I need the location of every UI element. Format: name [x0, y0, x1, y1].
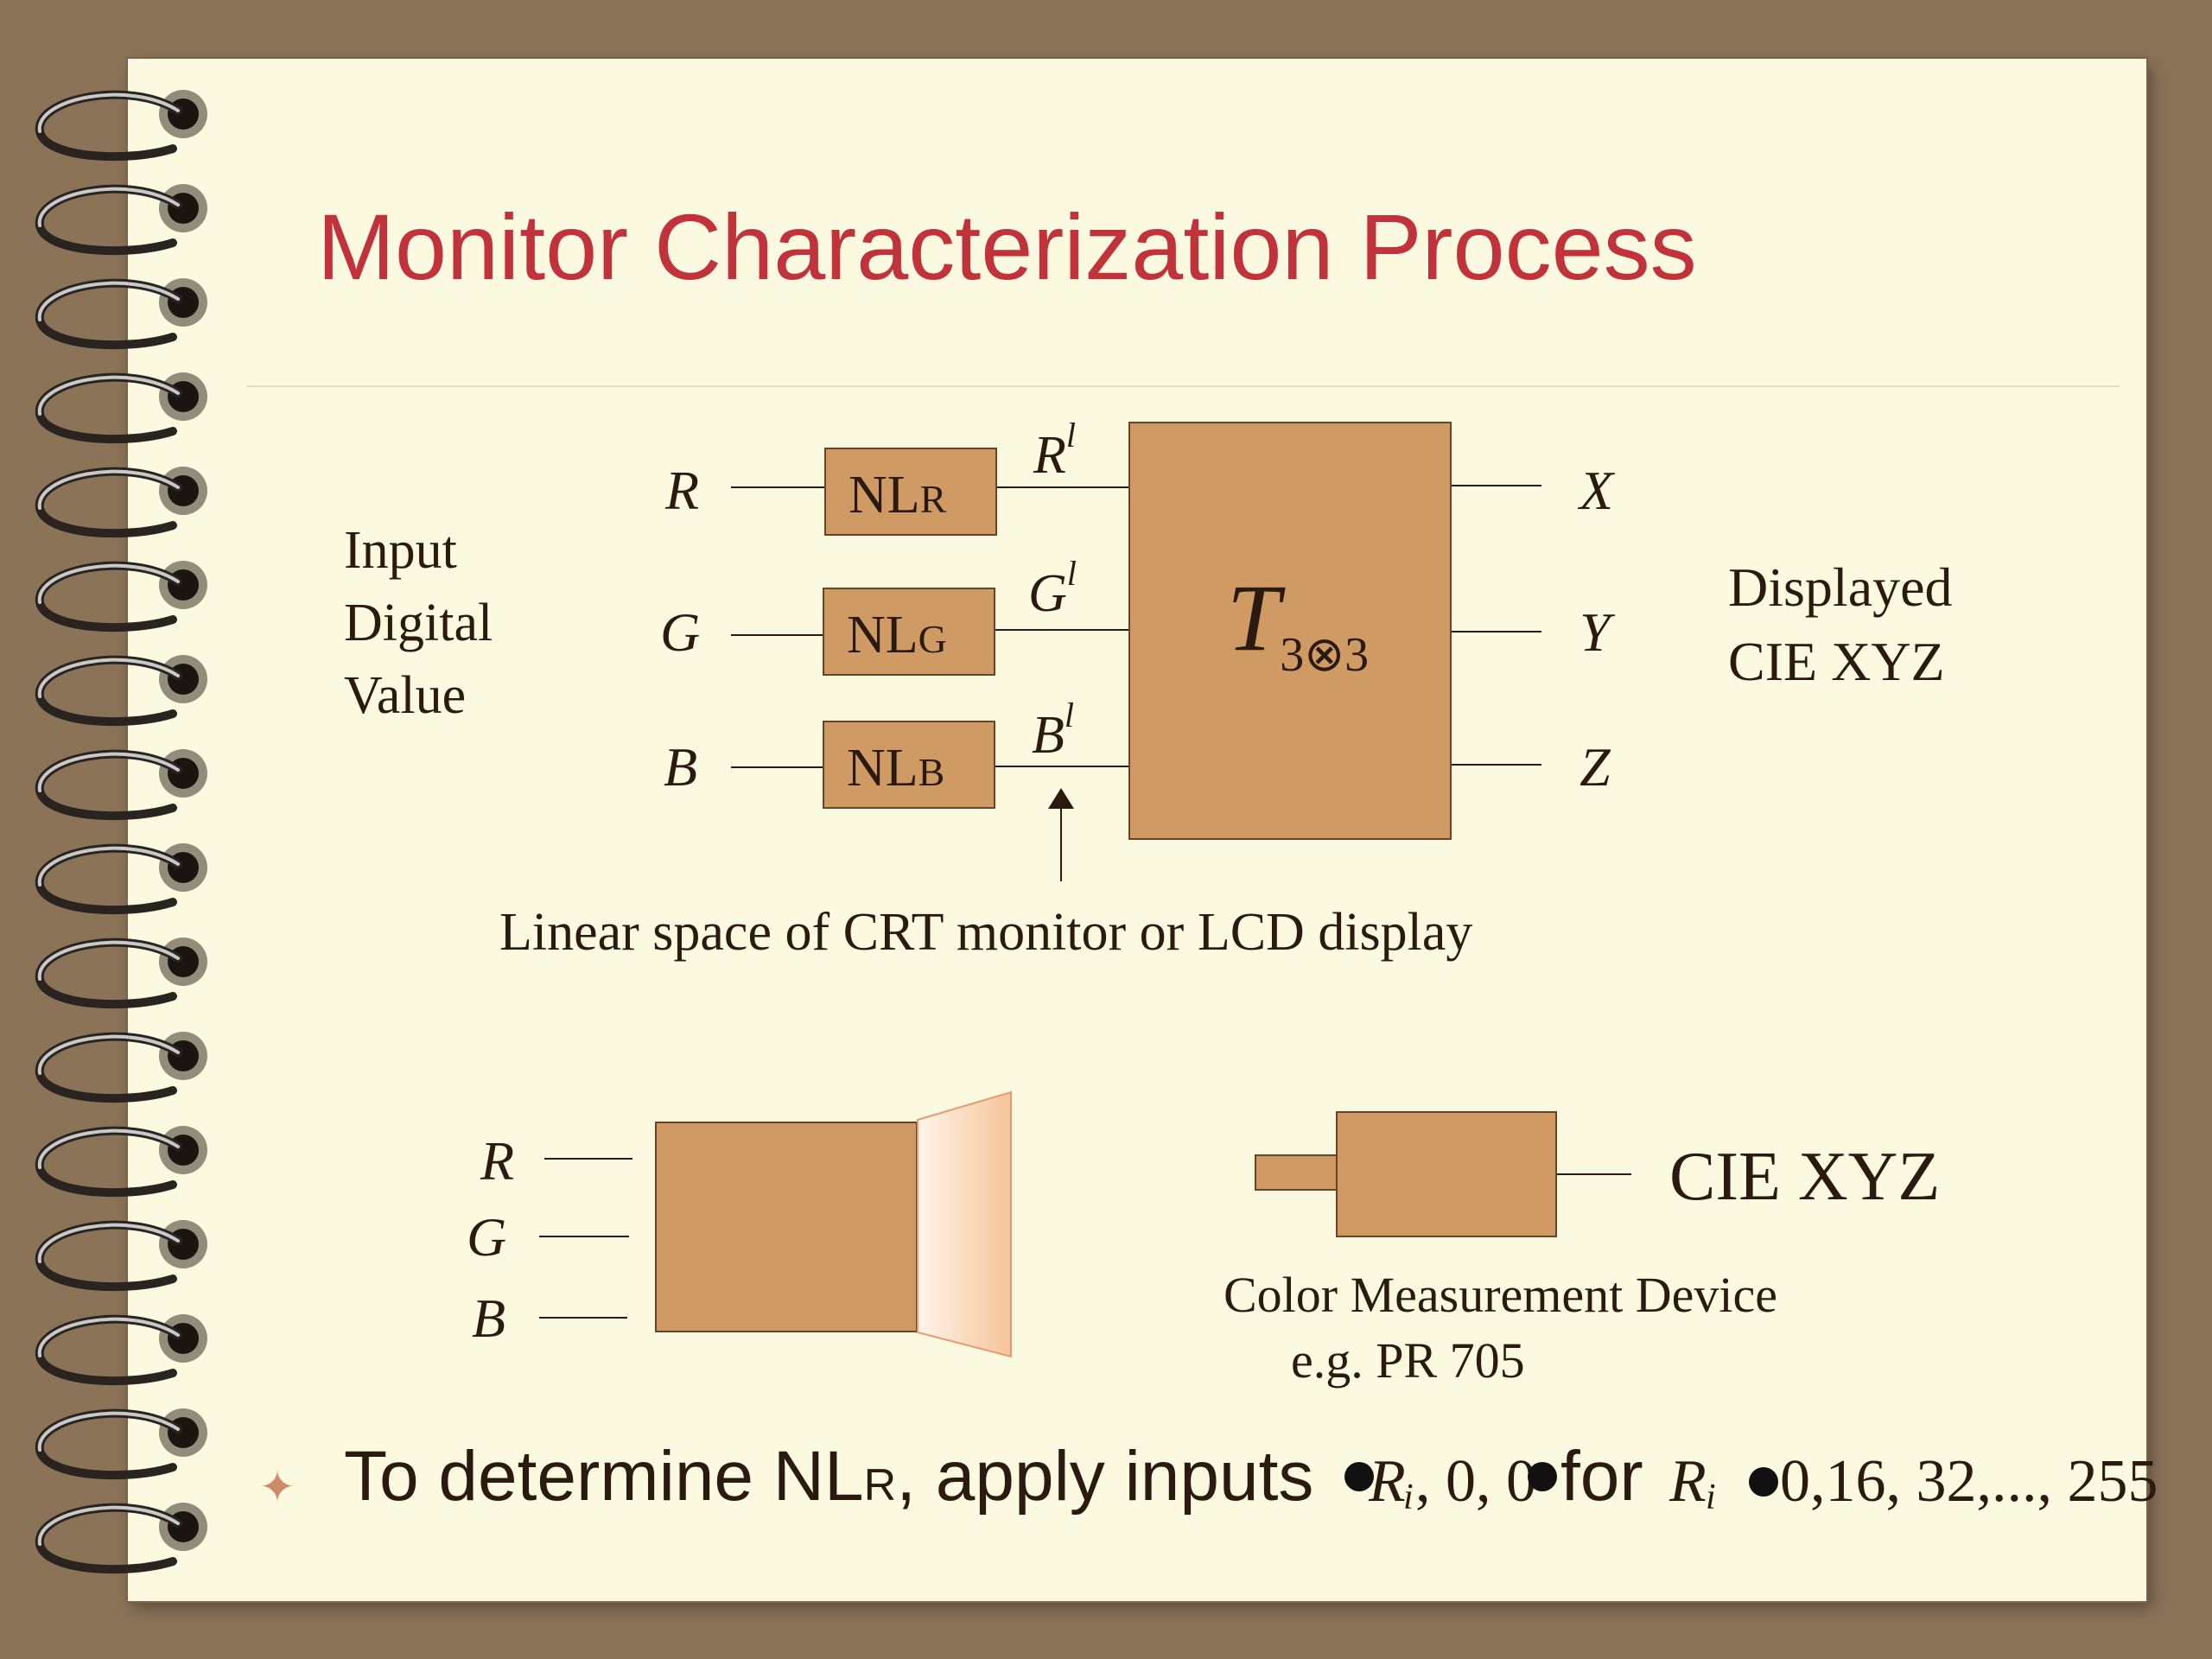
- spiral-ring-icon: [35, 1503, 207, 1574]
- bottom-prefix-sub: R: [863, 1460, 897, 1510]
- nl-g-sub: G: [918, 617, 947, 661]
- matrix-main: T: [1227, 565, 1281, 671]
- spiral-ring-icon: [35, 90, 207, 162]
- matrix-box: T3⊗3: [1128, 422, 1452, 840]
- spiral-ring-icon: [35, 1220, 207, 1292]
- linear-b-var: B: [1032, 706, 1065, 765]
- linear-r-label: Rl: [1033, 418, 1076, 485]
- linear-r-prime: l: [1065, 416, 1076, 454]
- bullet-star-icon: ✦: [259, 1462, 296, 1512]
- spiral-ring-icon: [35, 1126, 207, 1198]
- device-output-line: [1557, 1173, 1631, 1175]
- nl-b-box: NLB: [823, 721, 995, 809]
- monitor-screen-icon: [917, 1090, 1012, 1358]
- input-label-line-1: Input: [344, 521, 457, 580]
- linear-r-var: R: [1033, 426, 1066, 485]
- connector-z-out: [1452, 764, 1541, 766]
- device-caption-line-2: e.g. PR 705: [1291, 1332, 1525, 1389]
- matrix-label: T3⊗3: [1227, 570, 1369, 679]
- spiral-ring-icon: [35, 184, 207, 256]
- bottom-var-sub: i: [1706, 1478, 1716, 1517]
- linear-g-prime: l: [1066, 554, 1077, 593]
- output-label-line-2: CIE XYZ: [1728, 631, 1945, 692]
- arrow-head-icon: [1048, 788, 1074, 809]
- bottom-prefix: To determine NL: [344, 1437, 864, 1516]
- spiral-ring-icon: [35, 1408, 207, 1480]
- spiral-ring-icon: [35, 749, 207, 821]
- nl-r-sub: R: [919, 477, 947, 521]
- spiral-ring-icon: [35, 1032, 207, 1103]
- linear-b-prime: l: [1064, 696, 1074, 734]
- connector-g-in: [731, 634, 823, 636]
- output-label-line-1: Displayed: [1728, 556, 1953, 618]
- nl-b-sub: B: [918, 750, 945, 794]
- device-caption-line-1: Color Measurement Device: [1224, 1267, 1778, 1323]
- spiral-ring-icon: [35, 467, 207, 538]
- input-label-line-2: Digital: [344, 594, 493, 652]
- nl-r-main: NL: [849, 466, 920, 524]
- nl-b-main: NL: [847, 739, 918, 798]
- spiral-rings-svg: [35, 90, 207, 1574]
- setup-line-g: [539, 1236, 629, 1237]
- spiral-ring-icon: [35, 655, 207, 727]
- nl-g-main: NL: [847, 606, 918, 664]
- nl-r-box: NLR: [824, 448, 997, 536]
- title-divider: [246, 385, 2120, 387]
- tuple-var: R: [1369, 1448, 1406, 1515]
- bottom-var: R: [1669, 1448, 1707, 1515]
- linear-g-var: G: [1028, 564, 1067, 623]
- connector-y-out: [1452, 631, 1541, 632]
- spiral-ring-icon: [35, 278, 207, 350]
- input-b-label: B: [664, 736, 698, 798]
- spiral-ring-icon: [35, 938, 207, 1009]
- paren-left-dot: [1344, 1462, 1374, 1491]
- linear-space-caption: Linear space of CRT monitor or LCD displ…: [499, 903, 1473, 962]
- input-r-label: R: [665, 460, 700, 521]
- output-z-label: Z: [1580, 736, 1611, 798]
- bottom-middle: , apply inputs: [896, 1437, 1314, 1516]
- paren-right-dot: [1528, 1462, 1557, 1491]
- connector-r-in: [731, 486, 824, 488]
- input-label-line-3: Value: [344, 666, 467, 725]
- monitor-body: [655, 1122, 918, 1332]
- device-lens: [1255, 1154, 1338, 1191]
- linear-b-label: Bl: [1032, 698, 1074, 765]
- connector-x-out: [1452, 485, 1541, 486]
- linear-g-label: Gl: [1028, 556, 1077, 623]
- spiral-ring-icon: [35, 843, 207, 915]
- connector-b-mid: [995, 766, 1128, 767]
- setup-line-r: [544, 1158, 632, 1160]
- input-g-label: G: [660, 601, 701, 663]
- spiral-ring-icon: [35, 372, 207, 444]
- spiral-ring-icon: [35, 1314, 207, 1386]
- setup-line-b: [539, 1317, 627, 1319]
- output-y-label: Y: [1580, 601, 1611, 663]
- bottom-values: 0,16, 32,..., 255: [1780, 1448, 2158, 1515]
- setup-input-b: B: [472, 1287, 506, 1349]
- linear-space-arrow: [1060, 795, 1062, 881]
- output-x-label: X: [1580, 460, 1614, 521]
- connector-r-mid: [997, 486, 1128, 488]
- connector-b-in: [731, 766, 823, 768]
- nl-g-box: NLG: [823, 588, 995, 676]
- connector-g-mid: [995, 629, 1128, 631]
- tuple-rest: , 0, 0: [1415, 1448, 1536, 1515]
- setup-input-g: G: [467, 1206, 507, 1268]
- tuple-sub: i: [1403, 1478, 1414, 1517]
- bottom-for: for: [1560, 1437, 1643, 1516]
- spiral-ring-icon: [35, 561, 207, 632]
- device-output-label: CIE XYZ: [1669, 1139, 1941, 1215]
- device-body: [1336, 1111, 1557, 1237]
- matrix-sub: 3⊗3: [1280, 628, 1370, 682]
- bottom-instruction: To determine NLR, apply inputs: [344, 1441, 1313, 1512]
- equals-dot: [1749, 1467, 1778, 1497]
- setup-input-r: R: [480, 1130, 515, 1192]
- slide-title: Monitor Characterization Process: [317, 194, 1697, 299]
